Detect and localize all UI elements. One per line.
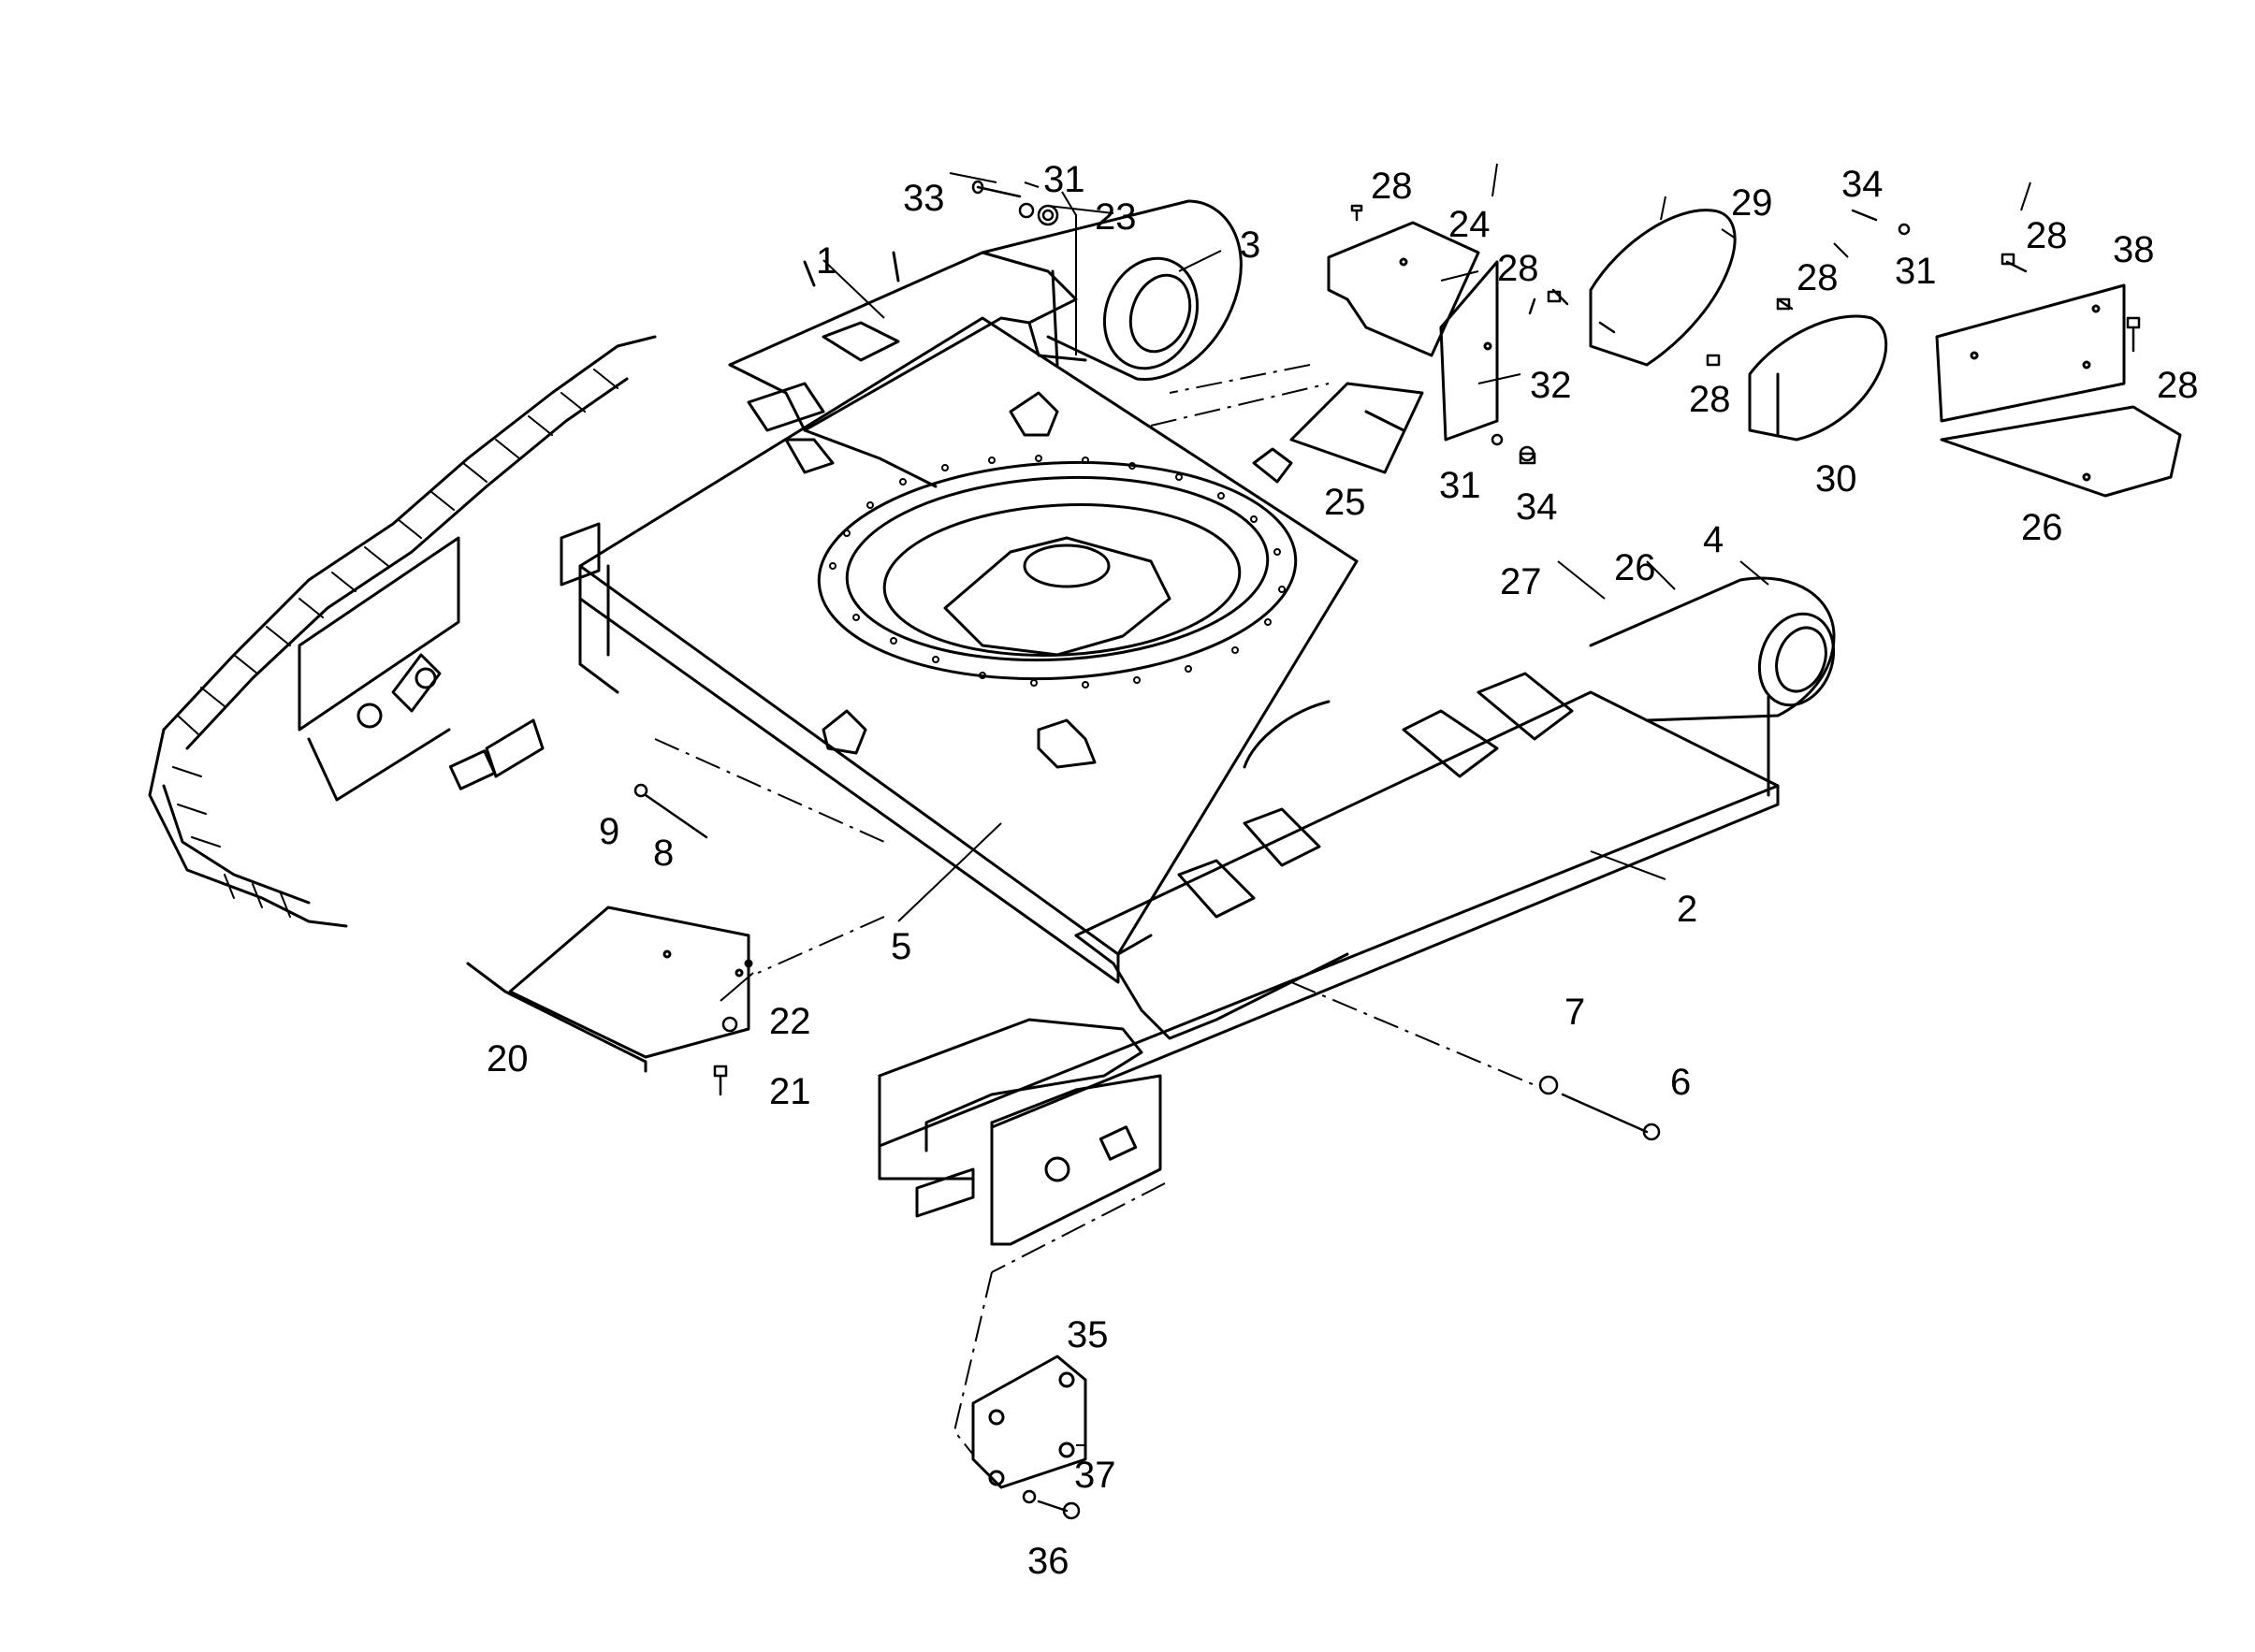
- callout-29: 29: [1731, 182, 1773, 224]
- leader-lines: [720, 163, 2031, 1446]
- callout-26-rear: 26: [1614, 547, 1656, 588]
- callout-30: 30: [1815, 458, 1857, 500]
- callout-9: 9: [599, 811, 619, 852]
- alignment-lines: [654, 364, 1535, 1456]
- callout-8: 8: [653, 833, 674, 874]
- callout-28-b: 28: [1497, 248, 1539, 289]
- part-2-right-frame: [878, 672, 1780, 1148]
- callout-31-a: 31: [1043, 159, 1085, 200]
- callout-25: 25: [1324, 482, 1366, 523]
- lifting-lugs: [822, 391, 1293, 769]
- slewing-ring: [817, 455, 1298, 688]
- part-25-plate: [1289, 382, 1424, 474]
- callout-4: 4: [1703, 519, 1724, 560]
- left-side-frame: [298, 522, 601, 802]
- callout-32: 32: [1530, 365, 1572, 406]
- part-20-cover-plate: [466, 906, 753, 1073]
- callout-27: 27: [1500, 561, 1542, 602]
- part-1-upper-beam: [728, 251, 1087, 488]
- callout-1: 1: [816, 240, 837, 282]
- front-frame-nose: [878, 1018, 1162, 1246]
- part-30-cover: [1748, 314, 1888, 442]
- callout-35: 35: [1067, 1314, 1109, 1355]
- callout-23: 23: [1095, 196, 1137, 238]
- part-5-center-box: [578, 316, 1359, 984]
- callout-28-d: 28: [1689, 379, 1731, 420]
- left-track: [148, 335, 657, 928]
- callout-2: 2: [1677, 889, 1697, 930]
- callout-34-b: 34: [1841, 164, 1884, 205]
- callout-7: 7: [1564, 992, 1585, 1033]
- callout-28-e: 28: [2026, 215, 2068, 256]
- callout-28-a: 28: [1371, 166, 1413, 207]
- part-38-plate: [1935, 283, 2126, 423]
- callout-31-c: 31: [1895, 251, 1937, 292]
- callout-5: 5: [891, 926, 911, 967]
- callout-24: 24: [1448, 204, 1491, 245]
- part-32-plate: [1439, 260, 1499, 442]
- callout-3: 3: [1240, 225, 1260, 266]
- callout-38: 38: [2113, 229, 2155, 270]
- callout-28-f: 28: [2157, 365, 2199, 406]
- callout-22: 22: [769, 1001, 811, 1042]
- callout-21: 21: [769, 1071, 811, 1112]
- callout-31-b: 31: [1439, 465, 1481, 506]
- callout-20: 20: [487, 1038, 529, 1080]
- part-3-left-hub: [981, 199, 1243, 382]
- part-4-right-hub: [1589, 576, 1836, 797]
- callout-26-plate: 26: [2021, 507, 2063, 548]
- part-29-cover: [1589, 209, 1737, 367]
- callout-36: 36: [1027, 1541, 1069, 1582]
- fasteners: [633, 180, 2141, 1520]
- callout-37: 37: [1074, 1455, 1116, 1496]
- part-26-plate: [1940, 405, 2182, 498]
- part-35-cover: [971, 1355, 1087, 1489]
- callout-6: 6: [1670, 1062, 1691, 1103]
- part-24-plate: [1327, 221, 1480, 357]
- callout-34-a: 34: [1516, 486, 1558, 528]
- callout-28-c: 28: [1797, 257, 1839, 298]
- callout-33: 33: [903, 178, 945, 219]
- callout-labels: 1 2 3 4 5 6 7 8 9 20 21 22 23 24 25 26 2…: [487, 159, 2199, 1582]
